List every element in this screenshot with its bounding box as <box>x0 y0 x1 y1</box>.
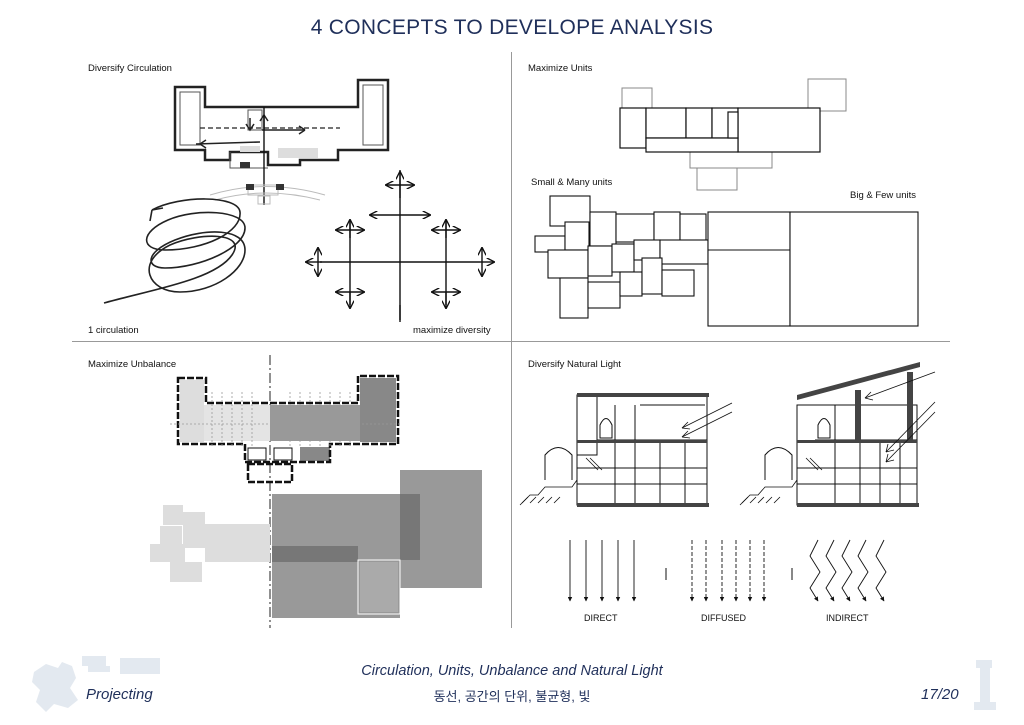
page-separator: / <box>937 686 942 703</box>
light-type-diffused: DIFFUSED <box>701 613 746 623</box>
light-type-direct: DIRECT <box>584 613 618 623</box>
projecting-logo-graphic <box>32 656 160 712</box>
page-current: 17 <box>921 686 938 703</box>
footer-subtitle: Circulation, Units, Unbalance and Natura… <box>361 663 663 679</box>
vertical-divider <box>511 52 512 628</box>
circulation-left-caption: 1 circulation <box>88 325 139 336</box>
horizontal-divider <box>72 341 950 342</box>
page-total: 20 <box>941 686 959 703</box>
big-units-label: Big & Few units <box>850 190 916 201</box>
light-type-indirect: INDIRECT <box>826 613 869 623</box>
circulation-right-caption: maximize diversity <box>413 325 491 336</box>
units-heading: Maximize Units <box>528 63 593 74</box>
right-decor-graphic <box>974 660 996 710</box>
light-heading: Diversify Natural Light <box>528 359 621 370</box>
page-number: 17/20 <box>921 686 959 703</box>
section-name: Projecting <box>86 686 153 703</box>
small-units-label: Small & Many units <box>531 177 613 188</box>
page-title: 4 CONCEPTS TO DEVELOPE ANALYSIS <box>310 16 714 39</box>
footer-korean-subtitle: 동선, 공간의 단위, 불균형, 빛 <box>433 689 591 704</box>
unbalance-heading: Maximize Unbalance <box>88 359 177 370</box>
circulation-heading: Diversify Circulation <box>88 63 172 74</box>
